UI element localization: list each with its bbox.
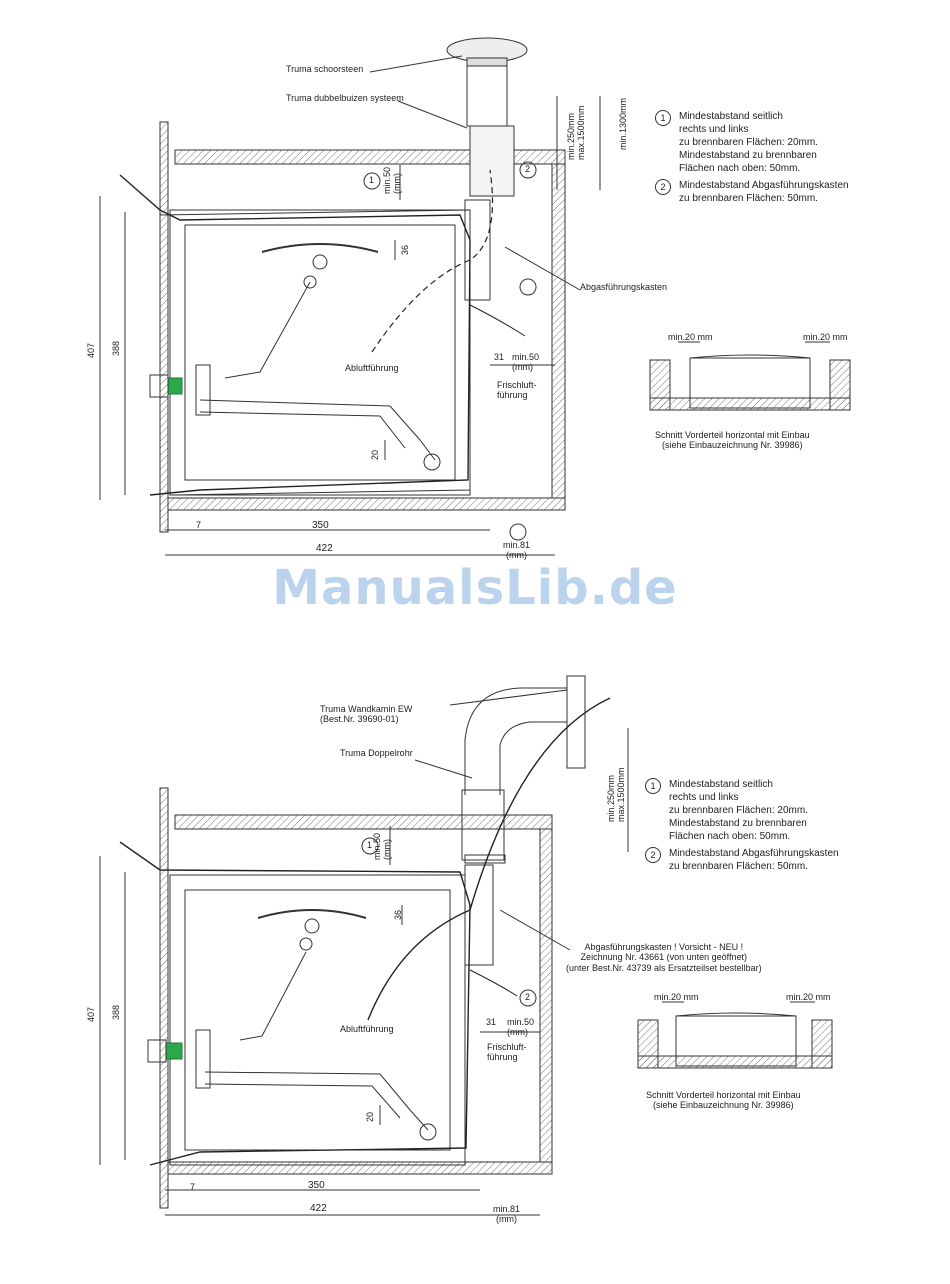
note-text-1: Mindestabstand seitlich rechts und links… bbox=[669, 779, 808, 842]
bottom-diagram-drawing bbox=[99, 675, 833, 1216]
notes-top: 1 Mindestabstand seitlich rechts und link… bbox=[655, 110, 849, 209]
dim-407: 407 bbox=[86, 1006, 96, 1022]
section-caption: Schnitt Vorderteil horizontal mit Einbau… bbox=[655, 430, 810, 451]
right-wall bbox=[539, 828, 553, 1163]
section-dim-left: min.20 mm bbox=[668, 332, 713, 342]
dim-1300: min.1300mm bbox=[618, 97, 628, 150]
dim-min250: min.250mm max.1500mm bbox=[566, 105, 587, 160]
bottom-shelf bbox=[167, 497, 566, 511]
label-exhaust: Abluftführung bbox=[345, 363, 399, 373]
bottom-shelf bbox=[167, 1161, 553, 1175]
label-fresh-air: Frischluft- führung bbox=[497, 380, 537, 401]
dim-min250: min.250mm max.1500mm bbox=[606, 767, 627, 822]
heater-body bbox=[169, 209, 471, 496]
watermark: ManualsLib.de bbox=[272, 560, 678, 616]
dim-min50: min.50 (mm) bbox=[512, 352, 540, 373]
marker-2-top bbox=[519, 161, 537, 179]
dim-min81: min.81 (mm) bbox=[493, 1204, 521, 1225]
dim-31: 31 bbox=[494, 352, 505, 362]
dim-20: 20 bbox=[370, 449, 380, 460]
label-exhaust-box: Abgasführungskasten ! Vorsicht - NEU ! Z… bbox=[566, 942, 762, 973]
marker-2-bot bbox=[509, 523, 527, 541]
dim-422: 422 bbox=[316, 543, 333, 554]
dim-388: 388 bbox=[111, 340, 121, 356]
label-double-pipe: Truma Doppelrohr bbox=[340, 748, 413, 758]
marker-2-num: 2 bbox=[525, 992, 531, 1002]
dim-50: min.50 (mm) bbox=[382, 166, 403, 194]
note-num-1: 1 bbox=[645, 778, 661, 794]
dim-20: 20 bbox=[365, 1111, 375, 1122]
left-wall bbox=[159, 787, 169, 1209]
marker-2-mid bbox=[519, 278, 537, 296]
label-wall-chimney: Truma Wandkamin EW (Best.Nr. 39690-01) bbox=[320, 704, 413, 725]
marker-2 bbox=[519, 989, 537, 1007]
dim-7: 7 bbox=[196, 520, 202, 530]
bottom-installation-diagram: Truma Wandkamin EW (Best.Nr. 39690-01) T… bbox=[0, 660, 950, 1280]
top-shelf bbox=[174, 814, 553, 830]
dim-36: 36 bbox=[400, 244, 410, 255]
label-exhaust-box: Abgasführungskasten bbox=[580, 282, 668, 292]
notes-bottom: 1 Mindestabstand seitlich rechts und link… bbox=[645, 778, 839, 877]
section-dim-right: min.20 mm bbox=[803, 332, 848, 342]
wall-chimney bbox=[566, 675, 586, 769]
exhaust-box bbox=[464, 864, 494, 966]
note-text-1: Mindestabstand seitlich rechts und links… bbox=[679, 111, 818, 174]
double-pipe-inner bbox=[499, 721, 567, 795]
section-detail bbox=[637, 1001, 833, 1069]
dim-350: 350 bbox=[312, 520, 329, 531]
dim-31: 31 bbox=[486, 1017, 497, 1027]
double-pipe-outer bbox=[464, 687, 567, 795]
dim-422: 422 bbox=[310, 1203, 327, 1214]
dim-7: 7 bbox=[190, 1182, 196, 1192]
top-shelf bbox=[174, 149, 566, 165]
label-cowl: Truma schoorsteen bbox=[286, 64, 364, 74]
label-pipe: Truma dubbelbuizen systeem bbox=[286, 93, 404, 103]
label-exhaust: Abluftführung bbox=[340, 1024, 394, 1034]
note-2: 2 Mindestabstand Abgasführungskasten zu b… bbox=[655, 179, 849, 205]
dim-min81: min.81 (mm) bbox=[503, 540, 531, 561]
dim-50: min.50 (mm) bbox=[372, 832, 393, 860]
note-num-2: 2 bbox=[655, 179, 671, 195]
top-installation-diagram: Truma schoorsteen Truma dubbelbuizen sys… bbox=[0, 0, 950, 580]
left-wall bbox=[159, 121, 169, 533]
section-detail bbox=[649, 341, 851, 411]
marker-1 bbox=[361, 837, 379, 855]
section-dim-left: min.20 mm bbox=[654, 992, 699, 1002]
note-2: 2 Mindestabstand Abgasführungskasten zu b… bbox=[645, 847, 839, 873]
heater-body bbox=[169, 874, 466, 1166]
section-caption: Schnitt Vorderteil horizontal mit Einbau… bbox=[646, 1090, 801, 1111]
dim-388: 388 bbox=[111, 1004, 121, 1020]
note-num-1: 1 bbox=[655, 110, 671, 126]
note-text-2: Mindestabstand Abgasführungskasten zu br… bbox=[669, 848, 839, 872]
note-1: 1 Mindestabstand seitlich rechts und link… bbox=[655, 110, 849, 175]
gas-valve bbox=[165, 1042, 183, 1060]
dim-min50: min.50 (mm) bbox=[507, 1017, 535, 1038]
note-1: 1 Mindestabstand seitlich rechts und link… bbox=[645, 778, 839, 843]
dim-407: 407 bbox=[86, 342, 96, 358]
section-dim-right: min.20 mm bbox=[786, 992, 831, 1002]
gas-valve bbox=[167, 377, 183, 395]
marker-2-num: 2 bbox=[525, 164, 531, 174]
marker-1 bbox=[363, 172, 381, 190]
label-fresh-air: Frischluft- führung bbox=[487, 1042, 527, 1063]
right-wall bbox=[551, 163, 566, 499]
marker-1-num: 1 bbox=[369, 175, 375, 185]
chimney-pipe bbox=[466, 65, 508, 127]
dim-36: 36 bbox=[393, 909, 403, 920]
top-diagram-drawing bbox=[99, 37, 851, 556]
dim-350: 350 bbox=[308, 1180, 325, 1191]
exhaust-box bbox=[464, 199, 491, 301]
note-text-2: Mindestabstand Abgasführungskasten zu br… bbox=[679, 180, 849, 204]
note-num-2: 2 bbox=[645, 847, 661, 863]
marker-1-num: 1 bbox=[367, 840, 373, 850]
